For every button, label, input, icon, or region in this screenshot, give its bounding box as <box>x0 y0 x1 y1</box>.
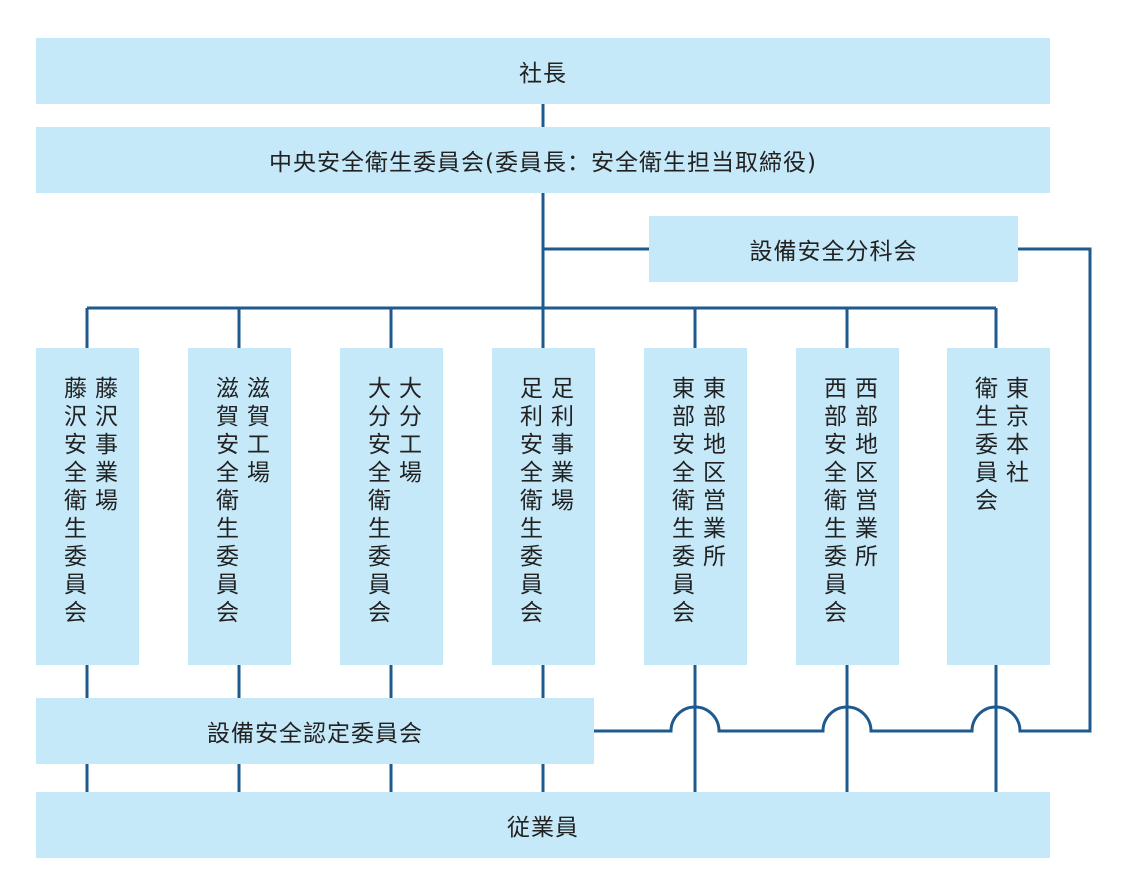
site-box-west-sales: 西部地区営業所 西部安全衛生委員会 <box>796 348 899 665</box>
site-box-east-sales: 東部地区営業所 東部安全衛生委員会 <box>644 348 747 665</box>
site-name: 足利事業場 <box>546 376 573 516</box>
central-committee-box: 中央安全衛生委員会(委員長：安全衛生担当取締役) <box>36 127 1050 193</box>
site-committee: 東部安全衛生委員会 <box>667 376 694 628</box>
site-box-oita: 大分工場 大分安全衛生委員会 <box>340 348 443 665</box>
site-name: 東京本社 <box>1001 376 1028 488</box>
site-committee: 大分安全衛生委員会 <box>363 376 390 628</box>
site-committee: 衛生委員会 <box>970 376 997 516</box>
site-name: 東部地区営業所 <box>698 376 725 572</box>
site-name: 西部地区営業所 <box>850 376 877 572</box>
site-name: 滋賀工場 <box>242 376 269 488</box>
equipment-subcommittee-box: 設備安全分科会 <box>649 216 1018 282</box>
president-box: 社長 <box>36 38 1050 104</box>
certification-committee-box: 設備安全認定委員会 <box>36 698 594 764</box>
site-name: 藤沢事業場 <box>90 376 117 516</box>
employees-box: 従業員 <box>36 792 1050 858</box>
site-committee: 足利安全衛生委員会 <box>515 376 542 628</box>
site-box-fujisawa: 藤沢事業場 藤沢安全衛生委員会 <box>36 348 139 665</box>
site-committee: 滋賀安全衛生委員会 <box>211 376 238 628</box>
site-committee: 西部安全衛生委員会 <box>819 376 846 628</box>
site-name: 大分工場 <box>394 376 421 488</box>
site-committee: 藤沢安全衛生委員会 <box>59 376 86 628</box>
site-box-tokyo-hq: 東京本社 衛生委員会 <box>947 348 1050 665</box>
site-box-ashikaga: 足利事業場 足利安全衛生委員会 <box>492 348 595 665</box>
site-box-shiga: 滋賀工場 滋賀安全衛生委員会 <box>188 348 291 665</box>
